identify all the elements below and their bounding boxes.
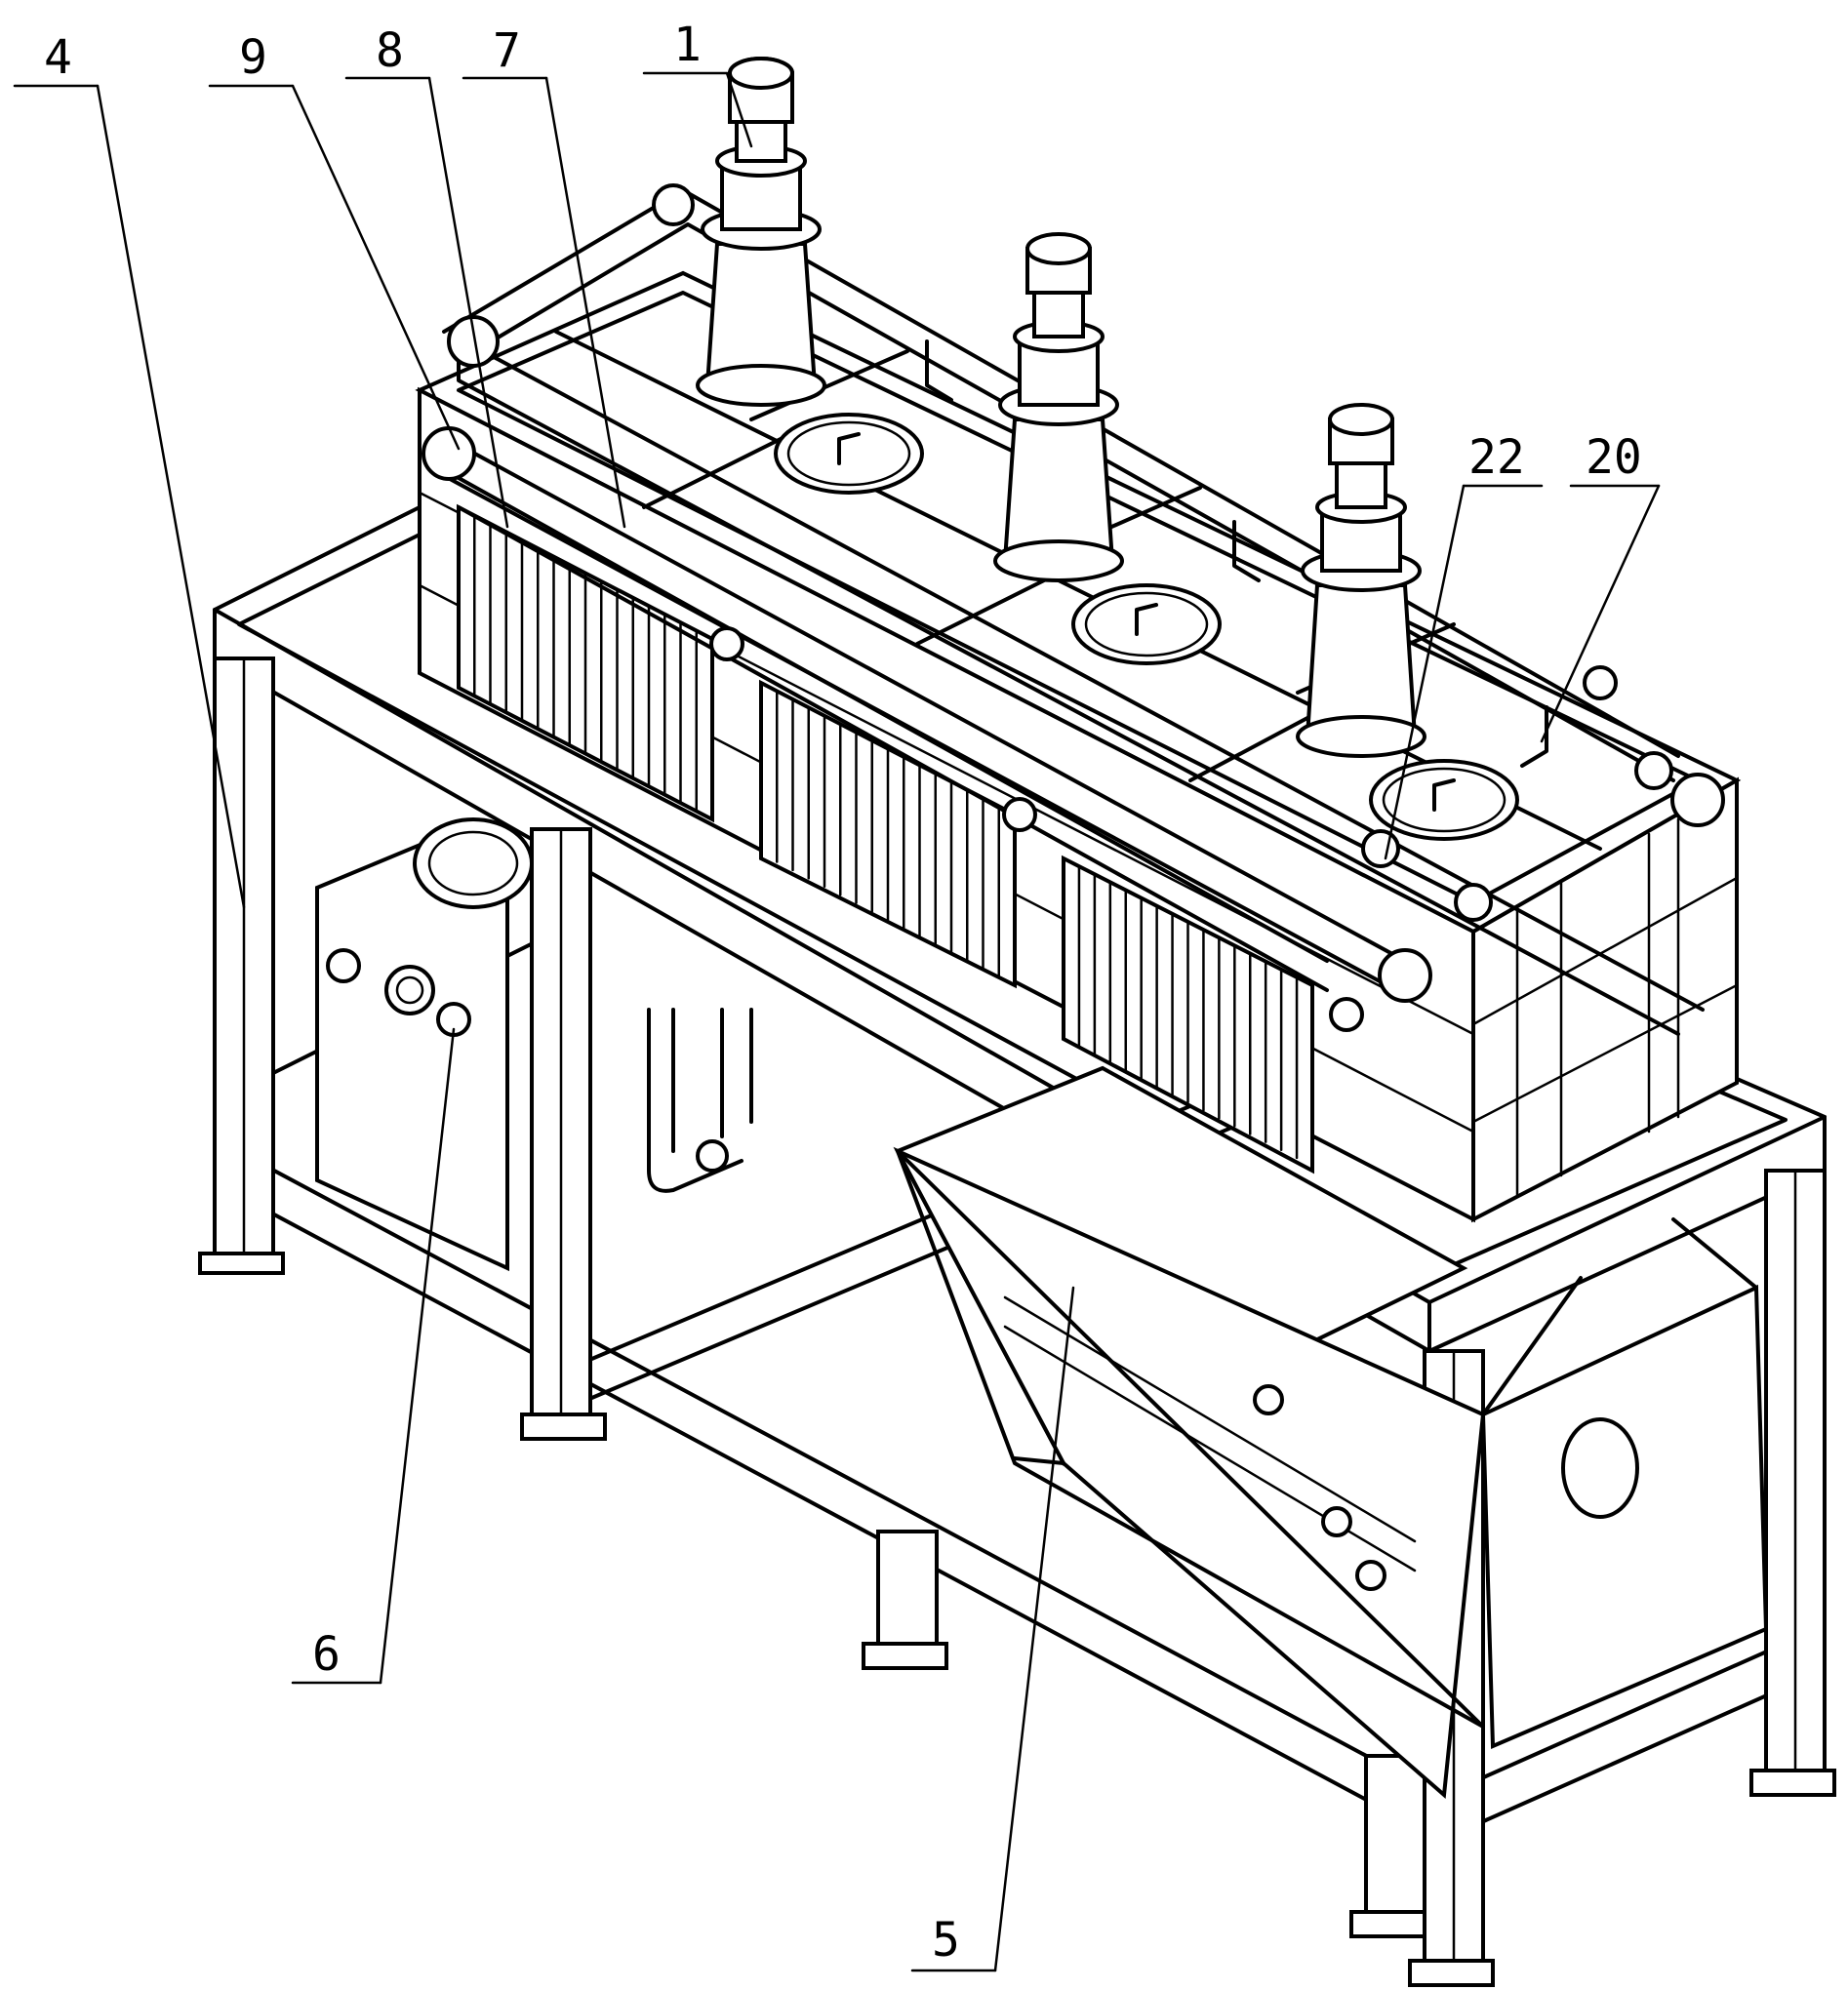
callouts	[13, 71, 1661, 1972]
agitator-3	[1296, 403, 1426, 758]
label-1: 1	[673, 18, 702, 72]
label-7: 7	[493, 23, 521, 78]
label-22: 22	[1468, 430, 1525, 485]
label-5: 5	[932, 1913, 960, 1968]
label-20: 20	[1586, 430, 1642, 485]
manhole-lids	[774, 413, 1519, 841]
label-9: 9	[239, 30, 267, 85]
plate-bars	[457, 505, 1314, 1168]
label-8: 8	[376, 23, 404, 78]
agitator-2	[993, 232, 1124, 582]
label-4: 4	[44, 30, 72, 85]
hopper-5	[893, 1065, 1769, 1800]
u-pipes	[647, 1008, 753, 1193]
agitator-1	[696, 57, 826, 407]
tank-6	[315, 817, 534, 1272]
label-6: 6	[312, 1627, 341, 1682]
